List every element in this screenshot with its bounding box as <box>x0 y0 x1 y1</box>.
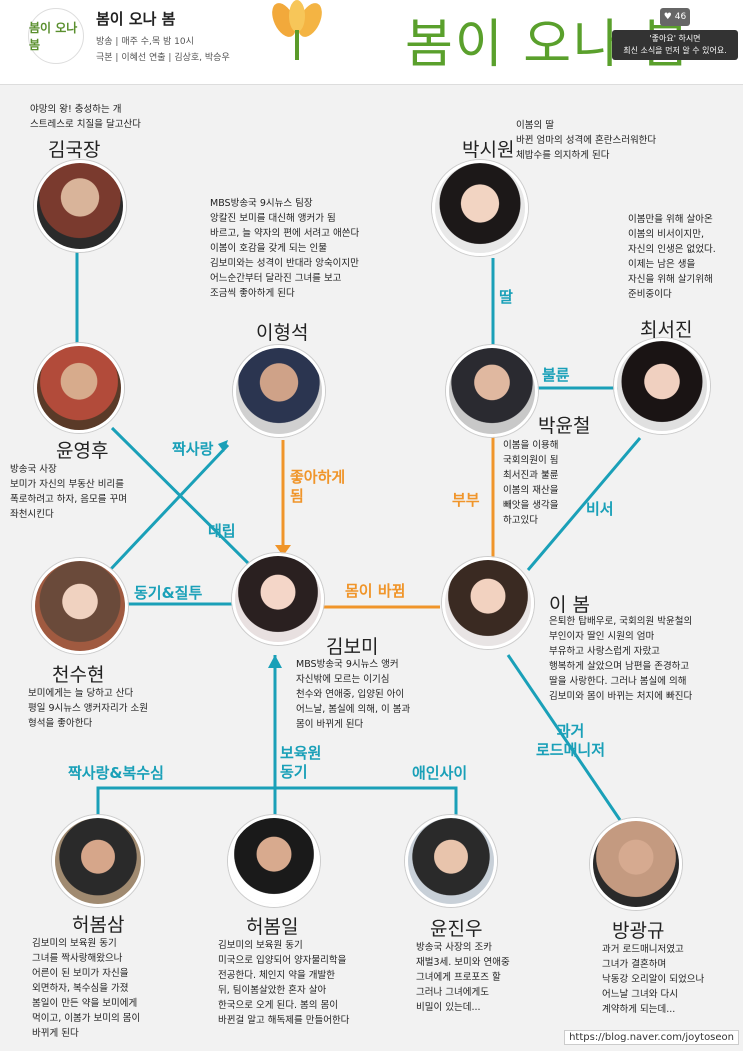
label-jjaksarang-revenge: 짝사랑&복수심 <box>68 764 164 782</box>
arrow-likes <box>275 545 291 556</box>
desc-heo-bomsam: 김보미의 보육원 동기 그녀를 짝사랑해왔으나 어른이 된 보미가 자신을 외면… <box>32 938 141 1039</box>
label-daerip: 대립 <box>208 522 236 540</box>
photo-lee-hyungseok[interactable] <box>233 345 325 437</box>
name-bang-kwanggyu: 방광규 <box>612 920 665 942</box>
label-aein-sai: 애인사이 <box>412 764 468 782</box>
photo-choi-seojin[interactable] <box>614 338 710 434</box>
flower-illustration <box>272 0 322 60</box>
line-yoon-bomi <box>110 426 262 577</box>
name-park-siwon: 박시원 <box>462 139 515 161</box>
photo-yoon-younghu[interactable] <box>34 343 124 433</box>
desc-cheon-suhyun: 보미에게는 늘 당하고 산다 평일 9시뉴스 앵커자리가 소원 형석을 좋아한다 <box>28 688 148 729</box>
photo-lee-bom[interactable] <box>442 557 534 649</box>
label-jjaksarang: 짝사랑 <box>172 440 214 458</box>
label-ttal: 딸 <box>499 288 513 306</box>
desc-park-yoonchul: 이봄을 이용해 국회의원이 됨 최서진과 불륜 이봄의 재산을 빼앗을 생각을 … <box>503 440 559 526</box>
name-heo-bomil: 허봄일 <box>246 916 299 938</box>
name-yoon-younghu: 윤영후 <box>56 440 109 462</box>
show-logo[interactable]: 봄이 오나 봄 <box>28 8 84 64</box>
name-cheon-suhyun: 천수현 <box>52 664 105 686</box>
name-park-yoonchul: 박윤철 <box>538 415 591 437</box>
name-choi-seojin: 최서진 <box>640 319 693 341</box>
label-past-manager: 과거 로드매니저 <box>536 722 606 759</box>
arrow-hyungseok <box>218 440 228 452</box>
desc-park-siwon: 이봄의 딸 바뀐 엄마의 성격에 혼란스러워한다 체밥수를 의지하게 된다 <box>516 120 657 161</box>
like-button[interactable]: ♥ 46 <box>660 8 690 26</box>
label-likes: 좋아하게 됨 <box>290 468 346 505</box>
line-bom-bang <box>506 654 622 821</box>
desc-bang-kwanggyu: 과거 로드매니저였고 그녀가 결혼하며 낙동강 오리알이 되었으나 어느날 그녀… <box>602 944 705 1015</box>
photo-cheon-suhyun[interactable] <box>32 558 128 654</box>
photo-kim-gukjang[interactable] <box>34 160 126 252</box>
label-bowon-donggi: 보육원 동기 <box>280 744 322 781</box>
line-cheon-hyungseok <box>108 443 230 572</box>
label-biseo: 비서 <box>586 500 614 518</box>
source-url[interactable]: https://blog.naver.com/joytoseon <box>564 1030 739 1045</box>
name-lee-bom: 이 봄 <box>549 594 590 616</box>
desc-kim-gukjang: 야망의 왕! 충성하는 개 스트레스로 치질을 달고산다 <box>30 104 141 130</box>
photo-yoon-jinwoo[interactable] <box>405 815 497 907</box>
name-kim-bomi: 김보미 <box>326 636 379 658</box>
photo-park-siwon[interactable] <box>432 160 528 256</box>
desc-lee-hyungseok: MBS방송국 9시뉴스 팀장 앙칼진 보미를 대신해 앵커가 됨 바르고, 늘 … <box>210 198 360 299</box>
photo-bang-kwanggyu[interactable] <box>590 818 682 910</box>
desc-yoon-younghu: 방송국 사장 보미가 자신의 부동산 비리를 폭로하려고 하자, 음모를 꾸며 … <box>10 464 127 520</box>
photo-heo-bomsam[interactable] <box>52 815 144 907</box>
desc-yoon-jinwoo: 방송국 사장의 조카 재벌3세. 보미와 연애중 그녀에게 프로포즈 할 그러나… <box>416 942 510 1013</box>
credits-info: 극본 | 이혜선 연출 | 김상호, 박승우 <box>96 53 230 63</box>
label-bullyun: 불륜 <box>542 366 570 384</box>
photo-park-yoonchul[interactable] <box>446 345 538 437</box>
header-banner: 봄이 오나 봄 봄이 오나 봄 방송 | 매주 수,목 밤 10시 극본 | 이… <box>0 0 743 85</box>
desc-lee-bom: 은퇴한 탑배우로, 국회의원 박윤철의 부인이자 딸인 시원의 엄마 부유하고 … <box>549 616 693 702</box>
photo-kim-bomi[interactable] <box>232 553 324 645</box>
desc-kim-bomi: MBS방송국 9시뉴스 앵커 자신밖에 모르는 이기심 천수와 연애중, 입양된… <box>296 659 411 730</box>
broadcast-info: 방송 | 매주 수,목 밤 10시 <box>96 37 194 47</box>
line-children-bracket <box>96 786 458 820</box>
name-heo-bomsam: 허봄삼 <box>72 914 125 936</box>
label-donggi-jiltu: 동기&질투 <box>134 584 203 602</box>
name-lee-hyungseok: 이형석 <box>256 322 309 344</box>
name-yoon-jinwoo: 윤진우 <box>430 918 483 940</box>
desc-choi-seojin: 이봄만을 위해 살아온 이봄의 비서이지만, 자신의 인생은 없었다. 이제는 … <box>628 214 716 300</box>
label-body-swap: 몸이 바뀜 <box>345 582 406 600</box>
show-title[interactable]: 봄이 오나 봄 <box>96 10 176 28</box>
desc-heo-bomil: 김보미의 보육원 동기 미국으로 입양되어 양자물리학을 전공한다. 체인지 약… <box>218 940 350 1026</box>
arrow-bomi-up <box>268 655 282 668</box>
photo-heo-bomil[interactable] <box>228 815 320 907</box>
line-seojin-bom <box>526 437 642 571</box>
name-kim-gukjang: 김국장 <box>48 139 101 161</box>
label-bubu: 부부 <box>452 491 480 509</box>
like-tooltip: '좋아요' 하시면 최신 소식을 먼저 알 수 있어요. <box>612 30 738 60</box>
